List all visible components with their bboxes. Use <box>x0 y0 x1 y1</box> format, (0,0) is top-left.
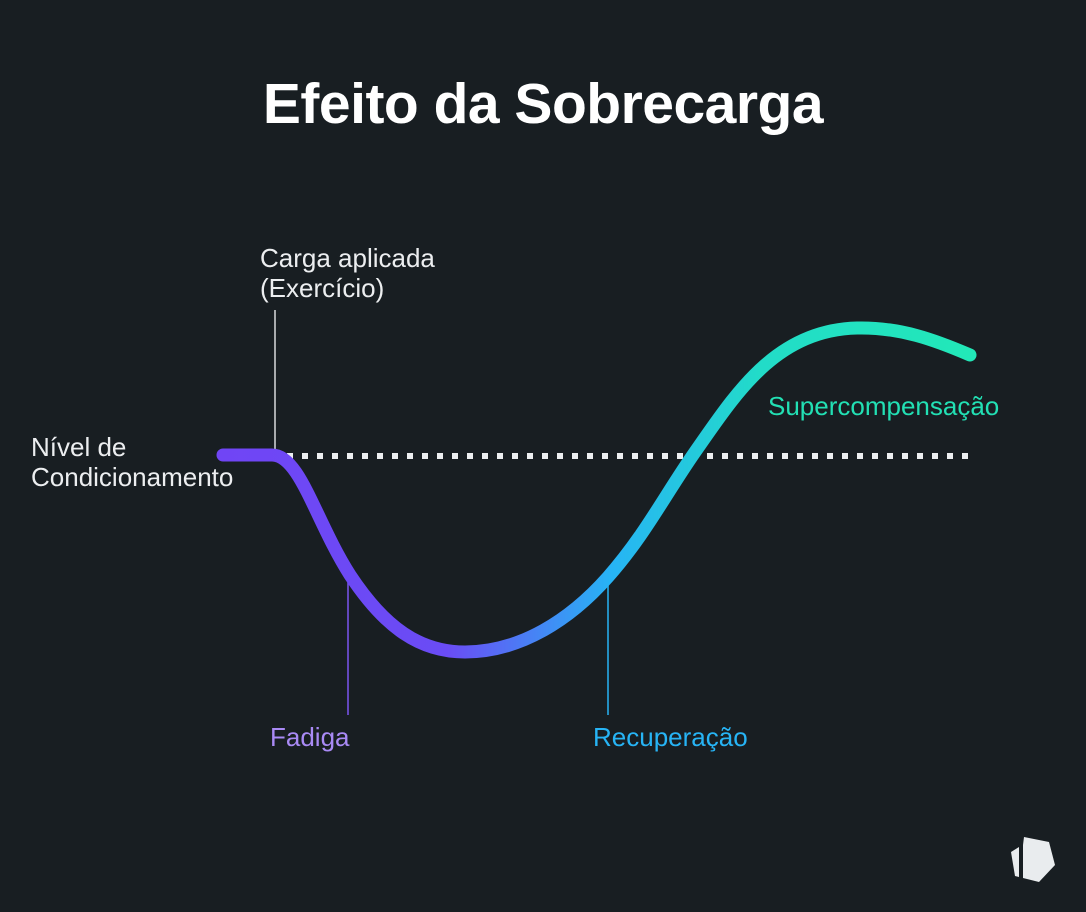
fatigue-label: Fadiga <box>270 722 350 752</box>
page-title: Efeito da Sobrecarga <box>262 72 824 136</box>
fitness-curve <box>216 321 977 659</box>
conditioning-level-line2: Condicionamento <box>31 462 234 492</box>
conditioning-level-line1: Nível de <box>31 432 127 462</box>
conditioning-level-label: Nível de Condicionamento <box>31 432 233 492</box>
supercompensation-label: Supercompensação <box>768 391 1000 421</box>
load-applied-line1: Carga aplicada <box>260 243 435 273</box>
load-applied-line2: (Exercício) <box>260 273 385 303</box>
recovery-label: Recuperação <box>593 722 748 752</box>
load-applied-label: Carga aplicada (Exercício) <box>260 243 435 303</box>
brand-logo-icon <box>1011 837 1055 882</box>
